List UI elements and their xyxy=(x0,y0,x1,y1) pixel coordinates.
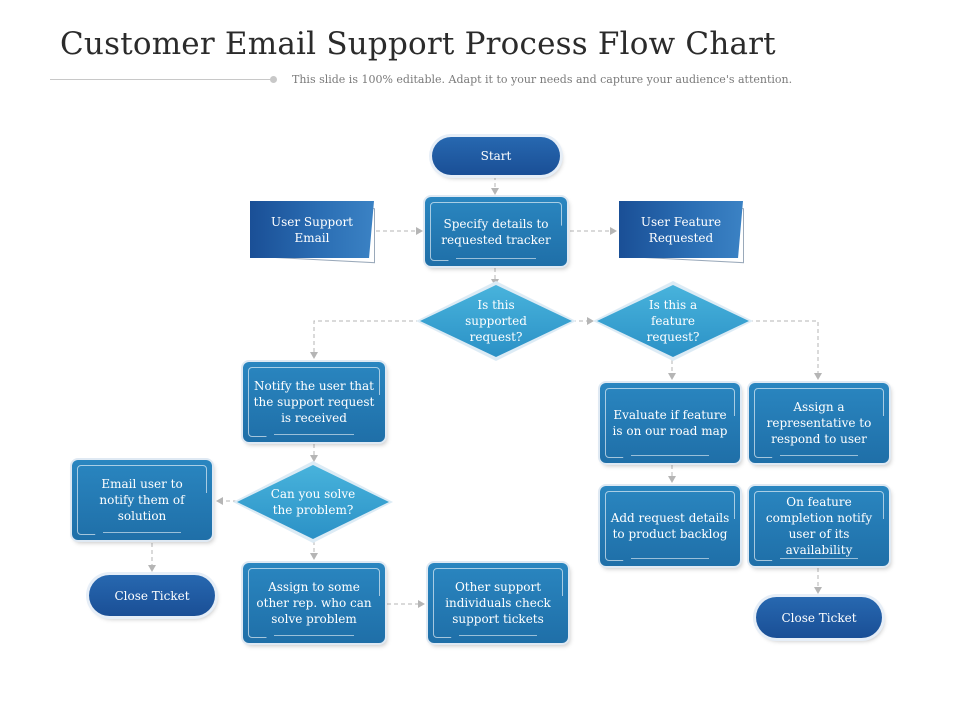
user-feature-requested-label: User Feature Requested xyxy=(640,214,722,245)
specify-details-label: Specify details to requested tracker xyxy=(441,216,551,247)
notify-user-label: Notify the user that the support request… xyxy=(253,379,375,425)
close-ticket-right-terminal: Close Ticket xyxy=(756,597,882,638)
assign-other-rep-label: Assign to some other rep. who can solve … xyxy=(256,580,372,626)
evaluate-feature-label: Evaluate if feature is on our road map xyxy=(612,408,728,438)
arrow-feature-to-assign-rep xyxy=(749,320,822,380)
assign-representative-label: Assign a representative to respond to us… xyxy=(766,400,872,446)
start-terminal: Start xyxy=(432,137,560,175)
is-supported-label: Is this supported request? xyxy=(465,298,527,344)
feature-completion-label: On feature completion notify user of its… xyxy=(765,495,873,557)
user-feature-requested-document: User Feature Requested xyxy=(619,201,743,258)
email-user-box: Email user to notify them of solution xyxy=(72,460,212,540)
page-subtitle: This slide is 100% editable. Adapt it to… xyxy=(292,73,793,86)
user-support-email-document: User Support Email xyxy=(250,201,374,258)
evaluate-feature-box: Evaluate if feature is on our road map xyxy=(600,383,740,463)
title-divider-dot xyxy=(270,76,277,83)
is-feature-label: Is this a feature request? xyxy=(646,298,700,344)
start-label: Start xyxy=(480,149,512,163)
close-ticket-left-label: Close Ticket xyxy=(114,588,190,603)
title-divider xyxy=(50,79,272,80)
arrow-supported-to-notify xyxy=(310,320,420,359)
other-support-box: Other support individuals check support … xyxy=(428,563,568,643)
add-request-label: Add request details to product backlog xyxy=(610,511,730,541)
user-support-email-label: User Support Email xyxy=(270,214,354,245)
notify-user-box: Notify the user that the support request… xyxy=(243,362,385,442)
is-feature-decision: Is this a feature request? xyxy=(593,281,753,361)
assign-representative-box: Assign a representative to respond to us… xyxy=(749,383,889,463)
can-you-solve-label: Can you solve the problem? xyxy=(270,487,356,517)
close-ticket-left-terminal: Close Ticket xyxy=(89,575,215,616)
assign-other-rep-box: Assign to some other rep. who can solve … xyxy=(243,563,385,643)
other-support-label: Other support individuals check support … xyxy=(445,580,551,626)
close-ticket-right-label: Close Ticket xyxy=(781,610,857,625)
page-title: Customer Email Support Process Flow Char… xyxy=(60,26,776,62)
specify-details-box: Specify details to requested tracker xyxy=(425,197,567,266)
add-request-box: Add request details to product backlog xyxy=(600,486,740,566)
can-you-solve-decision: Can you solve the problem? xyxy=(233,461,393,543)
feature-completion-box: On feature completion notify user of its… xyxy=(749,486,889,566)
is-supported-decision: Is this supported request? xyxy=(416,281,576,361)
email-user-label: Email user to notify them of solution xyxy=(99,477,185,523)
